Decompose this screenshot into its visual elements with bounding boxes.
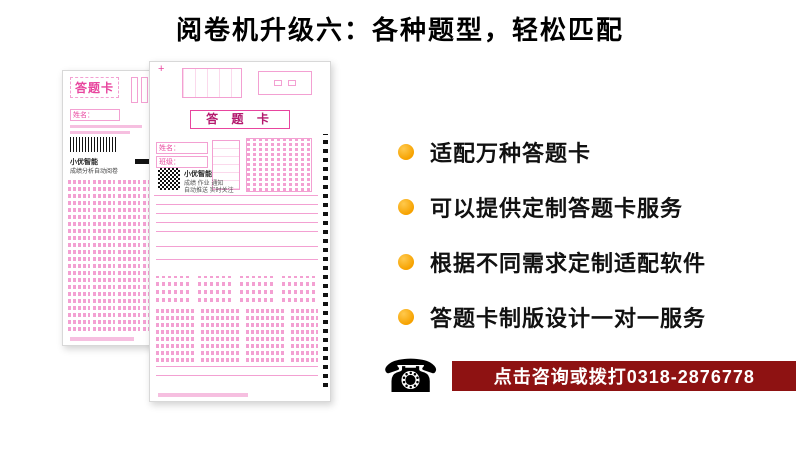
sheet-large-class-field: 班级：	[156, 156, 208, 168]
barcode	[70, 137, 116, 152]
contact-area: ☎ 点击咨询或拨打0318-2876778	[382, 350, 797, 402]
absent-mark-box	[258, 71, 312, 95]
timing-marks	[323, 134, 328, 387]
telephone-icon[interactable]: ☎	[382, 350, 440, 402]
sheet-small-name-field: 姓名：	[70, 109, 120, 121]
subjective-lines-section	[156, 244, 318, 272]
bubble-grid	[68, 177, 162, 331]
feature-item: 适配万种答题卡	[398, 124, 790, 179]
sheet-large-title: 答 题 卡	[190, 110, 290, 129]
bullet-icon	[398, 253, 414, 270]
sheet-large-name-field: 姓名：	[156, 142, 208, 154]
decorative-text-line	[70, 125, 142, 128]
feature-item: 根据不同需求定制适配软件	[398, 234, 790, 289]
id-column	[131, 77, 138, 103]
sheet-small-title: 答题卡	[70, 77, 120, 98]
bubble-grid-section	[156, 306, 318, 362]
decorative-text-line	[70, 337, 134, 341]
mark-square	[274, 80, 282, 86]
sheet-small-brand: 小优智能	[70, 159, 98, 166]
id-column	[141, 77, 148, 103]
page-title: 阅卷机升级六：各种题型，轻松匹配	[175, 15, 624, 45]
qr-code	[158, 168, 180, 190]
registration-mark: +	[158, 63, 165, 75]
feature-label: 适配万种答题卡	[430, 140, 592, 166]
sheet-small-brand-subtitle: 成绩分析自动阅卷	[70, 169, 119, 175]
feature-list: 适配万种答题卡 可以提供定制答题卡服务 根据不同需求定制适配软件 答题卡制版设计…	[398, 124, 790, 344]
exam-number-bubble-grid	[246, 138, 312, 192]
exam-number-box	[182, 68, 242, 98]
barcode-paste-area	[212, 140, 240, 190]
bullet-icon	[398, 143, 414, 160]
answer-lines-section	[156, 366, 318, 384]
decorative-text-line	[70, 131, 130, 134]
feature-item: 可以提供定制答题卡服务	[398, 179, 790, 234]
feature-label: 根据不同需求定制适配软件	[430, 250, 707, 276]
sheet-large-brand: 小优智能	[184, 171, 212, 178]
feature-label: 可以提供定制答题卡服务	[430, 195, 684, 221]
contact-banner[interactable]: 点击咨询或拨打0318-2876778	[452, 361, 797, 391]
mark-square	[288, 80, 296, 86]
answer-lines-section	[156, 198, 318, 240]
divider	[154, 195, 318, 196]
feature-label: 答题卡制版设计一对一服务	[430, 305, 707, 331]
decorative-bar	[135, 159, 155, 164]
answer-sheet-large: + 答 题 卡 姓名： 班级： 小优智能 成绩 作业 通知 自动推送 实时关注	[149, 61, 331, 402]
bullet-icon	[398, 308, 414, 325]
feature-item: 答题卡制版设计一对一服务	[398, 289, 790, 344]
qr-caption: 自动推送 实时关注	[184, 188, 234, 194]
bullet-icon	[398, 198, 414, 215]
decorative-text-line	[158, 393, 248, 397]
bubble-rows-section	[156, 276, 318, 302]
qr-caption: 成绩 作业 通知	[184, 181, 224, 187]
